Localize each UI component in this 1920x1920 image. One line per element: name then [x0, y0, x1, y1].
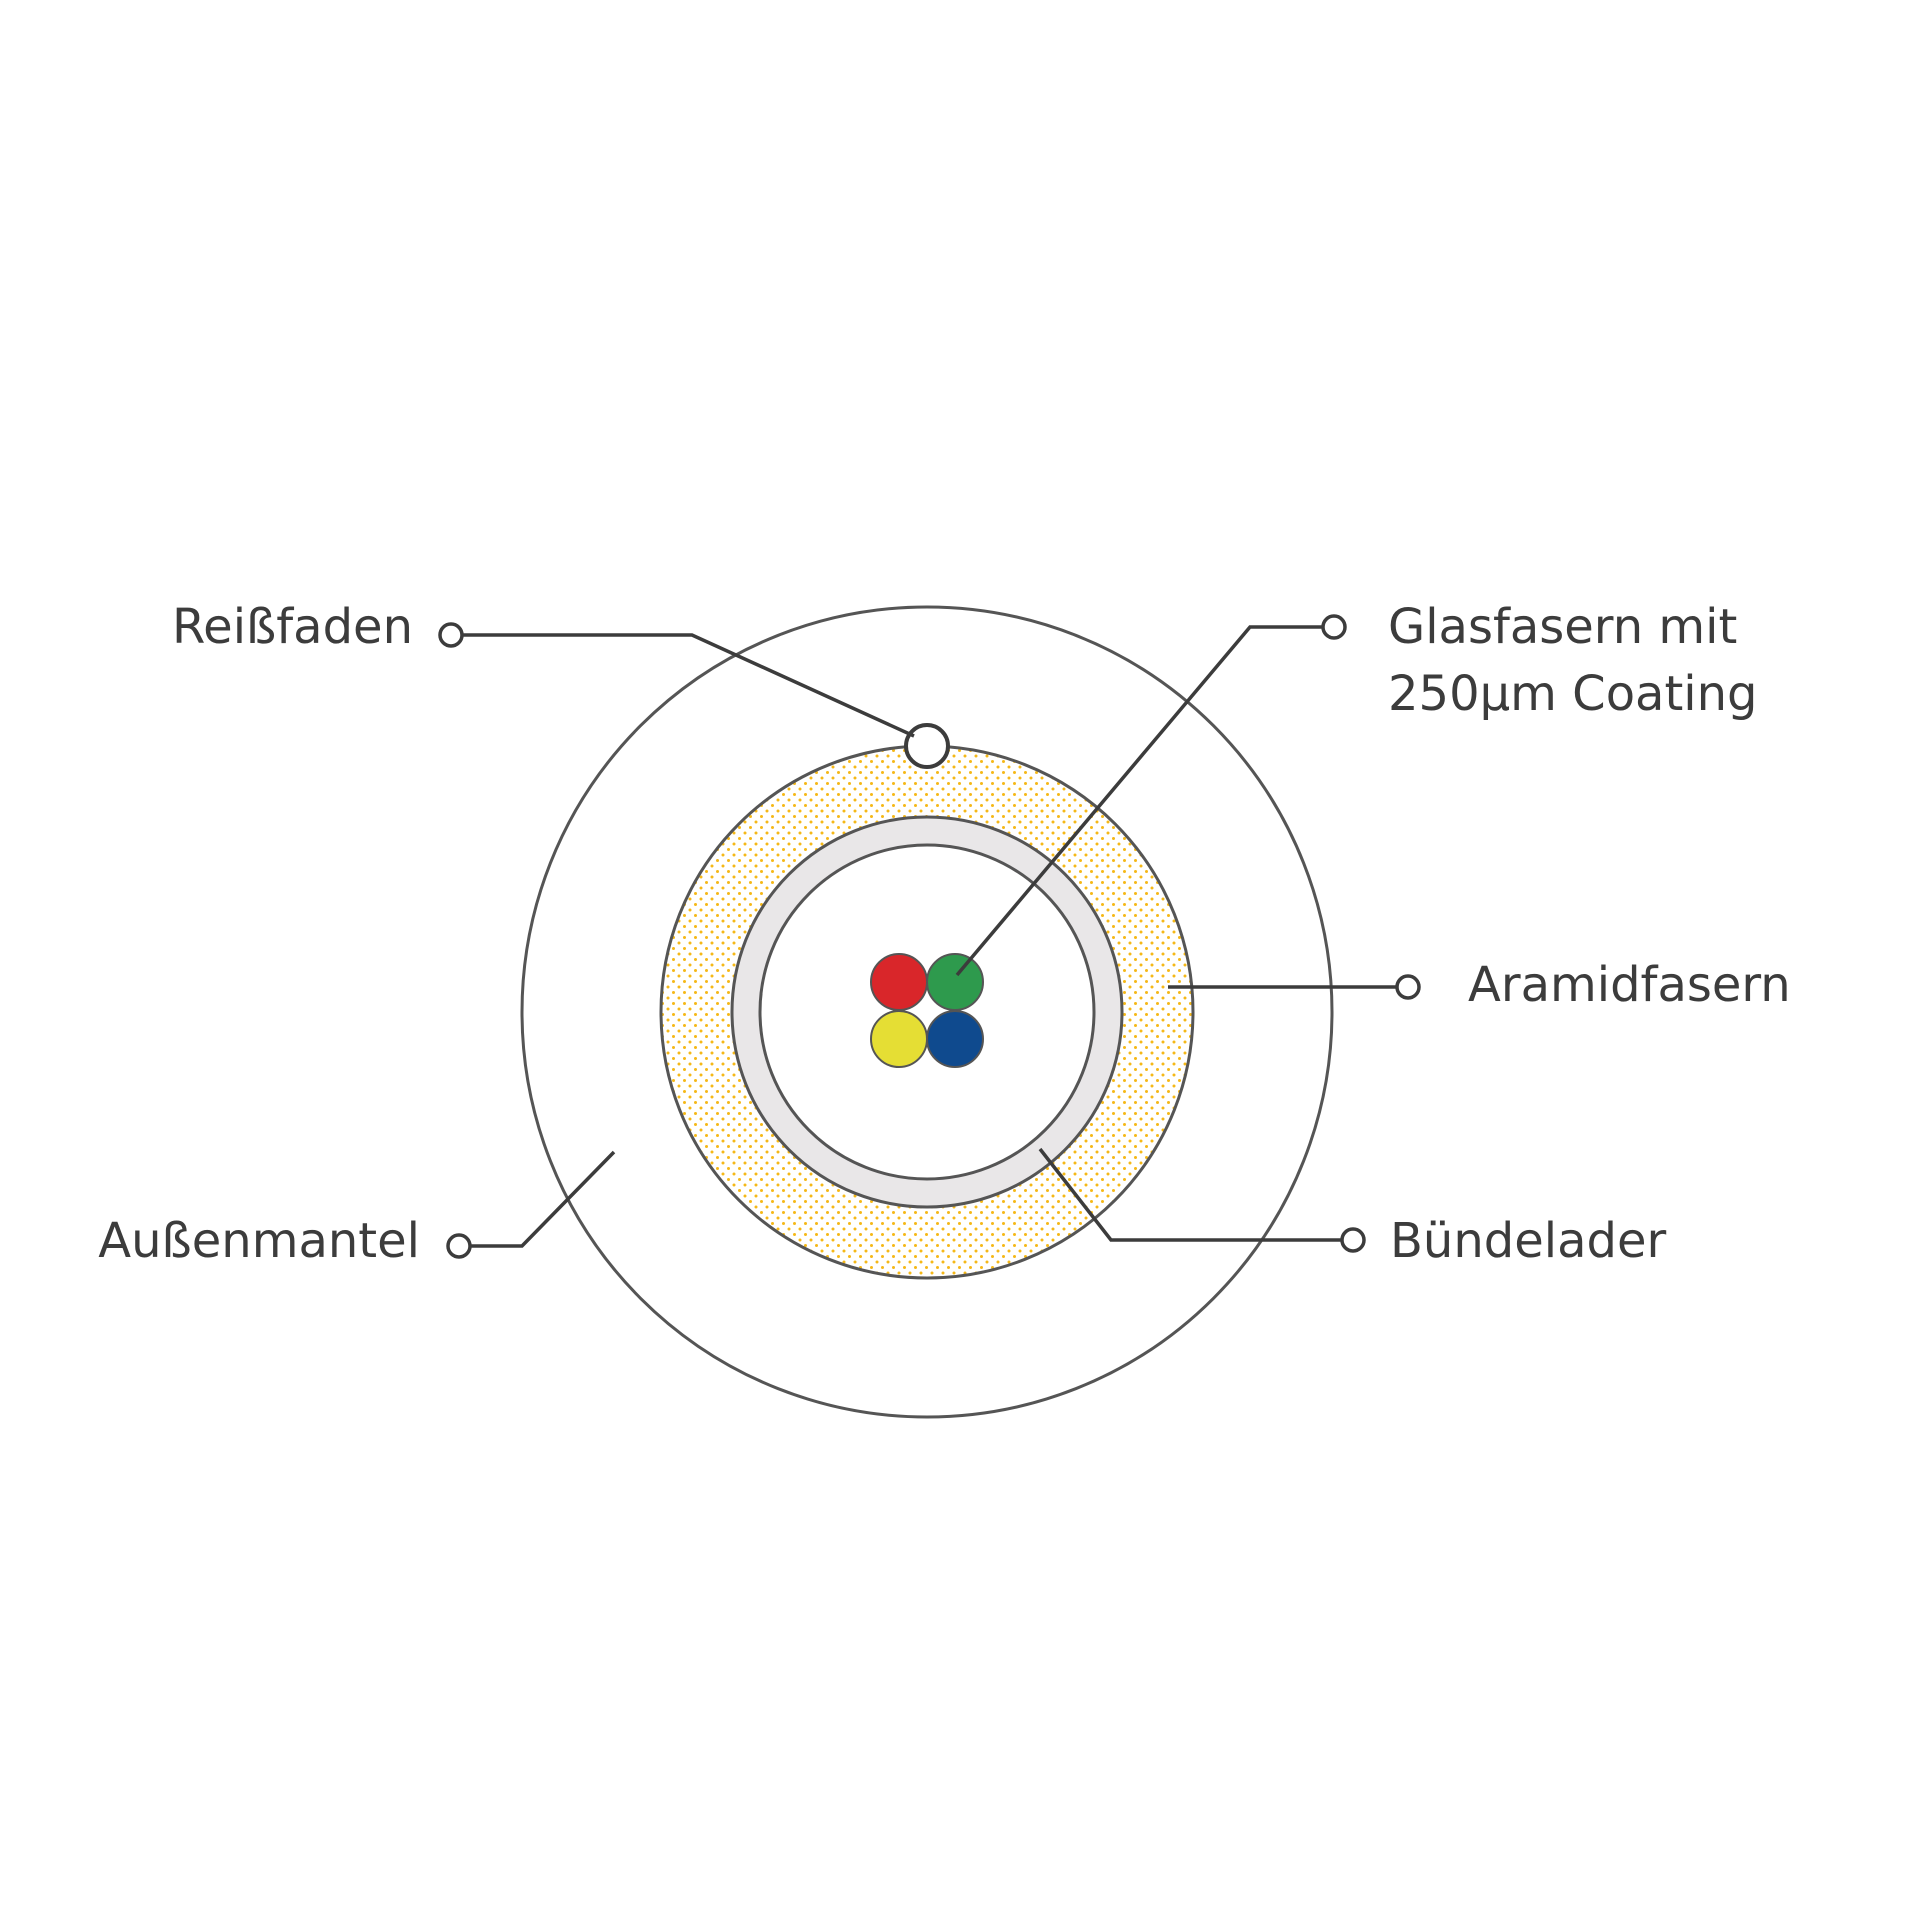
leader-fibers — [955, 625, 1322, 977]
label-fibers-line1: Glasfasern mit — [1388, 599, 1737, 655]
fiber-red — [870, 953, 928, 1011]
leader-tube — [1038, 1147, 1341, 1242]
label-fibers-line2: 250µm Coating — [1388, 666, 1758, 722]
fiber-green — [926, 953, 984, 1011]
fiber-yellow — [870, 1010, 928, 1068]
label-tube: Bündelader — [1390, 1213, 1667, 1269]
loose-tube-inner — [758, 843, 1096, 1181]
node-tube — [1340, 1227, 1366, 1253]
ripcord-circle — [904, 723, 950, 769]
label-jacket: Außenmantel — [98, 1213, 420, 1269]
node-fibers — [1321, 614, 1347, 640]
label-ripcord: Reißfaden — [172, 599, 413, 655]
node-aramid — [1395, 974, 1421, 1000]
node-jacket — [446, 1233, 472, 1259]
label-aramid: Aramidfasern — [1468, 957, 1791, 1013]
fiber-blue — [926, 1010, 984, 1068]
leader-jacket — [470, 1150, 616, 1248]
leader-ripcord — [463, 633, 915, 738]
node-ripcord — [438, 622, 464, 648]
